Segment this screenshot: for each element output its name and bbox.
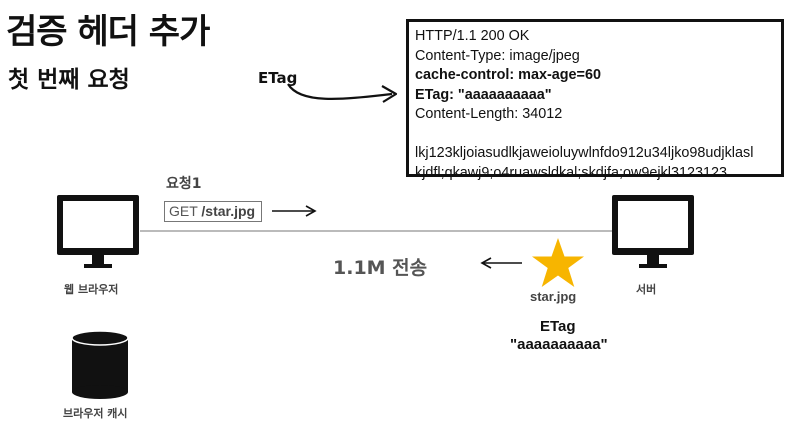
response-line: Content-Type: image/jpeg — [415, 47, 580, 64]
response-line: lkj123kljoiasudlkjaweioluywlnfdo912u34lj… — [415, 145, 754, 161]
etag-callout-label: ETag — [258, 69, 298, 87]
transfer-size-label: 1.1M 전송 — [333, 257, 428, 279]
server-etag-value: "aaaaaaaaaa" — [510, 336, 608, 353]
response-line: ETag: "aaaaaaaaaa" — [415, 86, 552, 103]
request-line: GET /star.jpg — [164, 201, 262, 222]
arrow-left-icon — [480, 257, 522, 269]
response-line: kjdfl;qkawj9;o4ruawsldkal;skdjfa;ow9ejkl… — [415, 164, 727, 181]
server-etag-label: ETag — [540, 318, 576, 335]
monitor-icon — [57, 195, 139, 268]
request-label: 요청1 — [166, 176, 202, 192]
file-name-label: star.jpg — [530, 289, 577, 304]
server-monitor-icon — [612, 195, 694, 268]
request-method: GET — [169, 203, 198, 219]
response-line: Content-Length: 34012 — [415, 106, 563, 122]
cache-label: 브라우저 캐시 — [63, 407, 128, 420]
server-label: 서버 — [636, 283, 657, 296]
request-path: /star.jpg — [201, 203, 256, 219]
arrow-right-icon — [272, 205, 317, 217]
response-line: HTTP/1.1 200 OK — [415, 28, 530, 44]
browser-label: 웹 브라우저 — [64, 283, 119, 296]
page-title: 검증 헤더 추가 — [6, 12, 210, 52]
star-icon — [532, 238, 584, 287]
page-subtitle: 첫 번째 요청 — [8, 67, 130, 93]
database-icon — [71, 330, 129, 399]
http-response-box: HTTP/1.1 200 OK Content-Type: image/jpeg c… — [406, 19, 784, 181]
response-line: cache-control: max-age=60 — [415, 67, 601, 83]
